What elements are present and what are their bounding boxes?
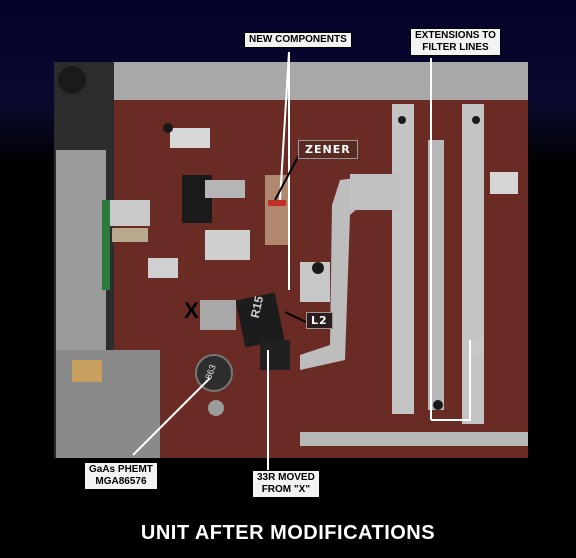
- gaas-text-line2: MGA86576: [95, 476, 147, 487]
- extensions-label: EXTENSIONS TO FILTER LINES: [410, 28, 501, 56]
- pointer-extensions-2: [431, 340, 471, 421]
- filter-line-3: [462, 104, 484, 424]
- zener-band: [268, 200, 286, 206]
- pointer-zener: [274, 154, 300, 201]
- pointer-gaas: [132, 377, 211, 456]
- smd-capacitor-3: [148, 258, 178, 278]
- mounting-hole-top-left: [58, 66, 86, 94]
- smd-capacitor-4: [205, 230, 250, 260]
- phemt-pad: [200, 300, 236, 330]
- top-metal-strip: [114, 62, 528, 100]
- pointer-new-components-2: [279, 51, 290, 201]
- zener-text: ZENER: [305, 143, 351, 156]
- trace-segment-1: [205, 180, 245, 198]
- zener-label: ZENER: [298, 140, 358, 159]
- moved-resistor: [260, 340, 290, 370]
- gaas-text-line1: GaAs PHEMT: [89, 464, 153, 475]
- filter-via-2: [433, 400, 443, 410]
- smd-resistor-1: [112, 228, 148, 242]
- 33r-text-line2: FROM "X": [261, 484, 311, 495]
- image-caption: UNIT AFTER MODIFICATIONS: [140, 522, 436, 544]
- smd-capacitor-2: [110, 200, 150, 226]
- ground-shield-left: [56, 150, 106, 350]
- new-components-text: NEW COMPONENTS: [249, 34, 347, 45]
- coupling-pad: [350, 174, 400, 210]
- pointer-l2: [284, 311, 309, 324]
- filter-via-1: [398, 116, 406, 124]
- smd-pad: [470, 340, 484, 354]
- extensions-text-line1: EXTENSIONS TO: [415, 30, 496, 41]
- 33r-moved-label: 33R MOVED FROM "X": [252, 470, 320, 498]
- 33r-text-line1: 33R MOVED: [257, 472, 315, 483]
- l2-text: L2: [311, 314, 328, 327]
- zener-diode-body: [265, 175, 289, 245]
- x-marker-text: X: [184, 298, 199, 323]
- x-marker: X: [184, 298, 199, 324]
- connector-area: [56, 350, 160, 458]
- solder-blob: [208, 400, 224, 416]
- smd-capacitor-5: [490, 172, 518, 194]
- filter-line-1: [392, 104, 414, 414]
- new-components-label: NEW COMPONENTS: [244, 32, 352, 48]
- gaas-phemt-label: GaAs PHEMT MGA86576: [84, 462, 158, 490]
- rf-trace: [300, 175, 385, 370]
- via-hole: [312, 262, 324, 274]
- r15-resistor: [235, 292, 285, 348]
- green-edge-strip: [102, 200, 110, 290]
- smd-capacitor-1: [170, 128, 210, 148]
- l2-label: L2: [306, 312, 333, 329]
- extensions-text-line2: FILTER LINES: [422, 42, 489, 53]
- via-top-left: [163, 123, 173, 133]
- bottom-rail: [300, 432, 528, 446]
- connector-pad: [72, 360, 102, 382]
- filter-via-3: [472, 116, 480, 124]
